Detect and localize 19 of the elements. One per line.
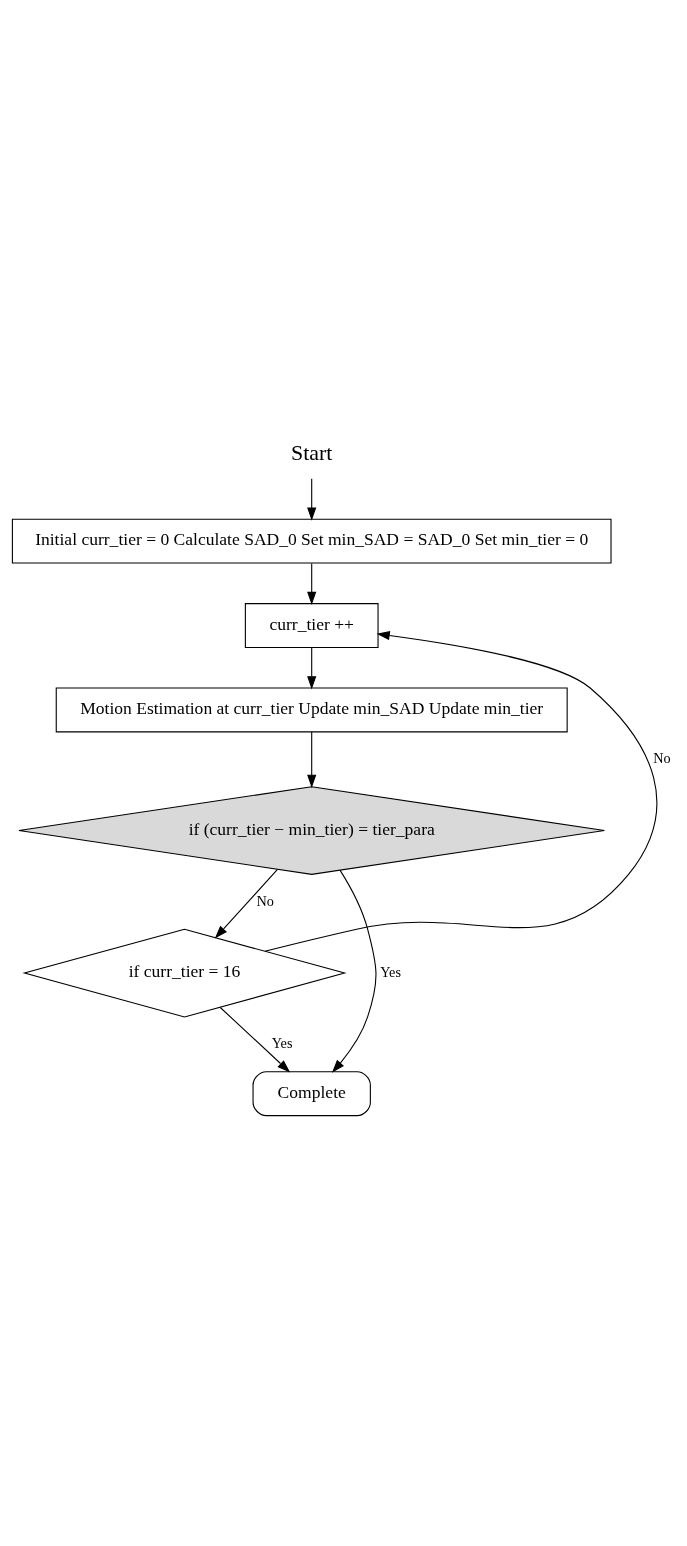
arrow bbox=[264, 630, 658, 952]
arrow bbox=[307, 562, 317, 605]
edge-label: No bbox=[256, 892, 274, 909]
edge-label: Yes bbox=[271, 1035, 293, 1052]
arrow bbox=[307, 647, 317, 690]
arrow bbox=[214, 869, 278, 939]
edge-label: No bbox=[653, 750, 671, 767]
arrow bbox=[219, 1006, 291, 1073]
node-text: Start bbox=[291, 439, 333, 465]
node-box: curr_tier ++ bbox=[244, 603, 379, 648]
node-diamond: if curr_tier = 16 bbox=[22, 928, 347, 1018]
arrow bbox=[307, 478, 317, 521]
arrow bbox=[331, 869, 377, 1073]
node-box: Initial curr_tier = 0 Calculate SAD_0 Set min_SAD = SAD_0 Set min_tier = 0 bbox=[11, 518, 612, 564]
node-box: Motion Estimation at curr_tier Update min_SAD Update min_tier bbox=[55, 687, 568, 733]
node-box: Complete bbox=[252, 1071, 371, 1117]
edge-label: Yes bbox=[380, 963, 402, 980]
node-diamond: if (curr_tier − min_tier) = tier_para bbox=[18, 786, 605, 875]
arrow bbox=[307, 731, 317, 788]
